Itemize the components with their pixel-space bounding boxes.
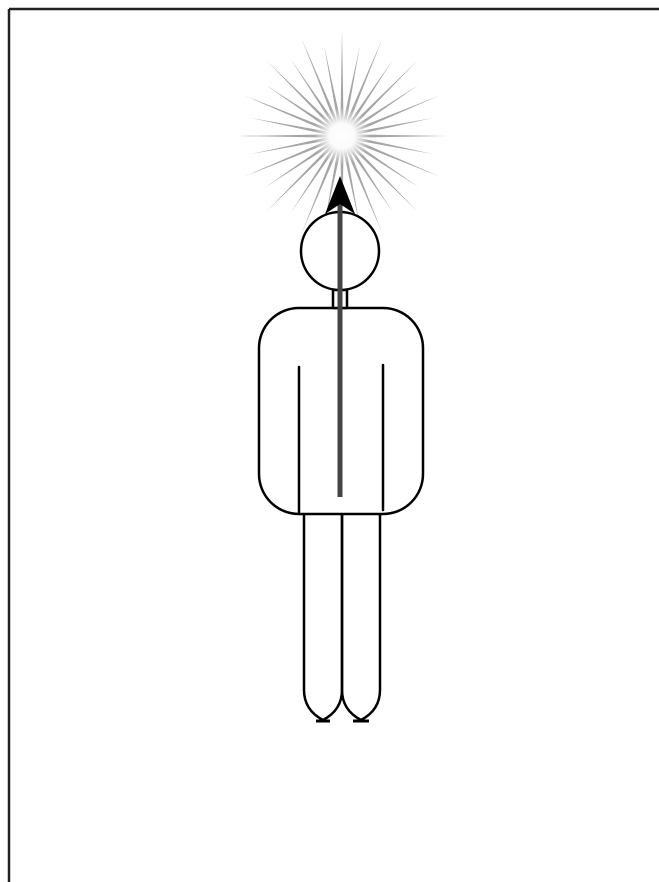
right-leg xyxy=(342,512,380,720)
starburst-glow xyxy=(284,78,400,194)
left-leg xyxy=(304,512,342,720)
